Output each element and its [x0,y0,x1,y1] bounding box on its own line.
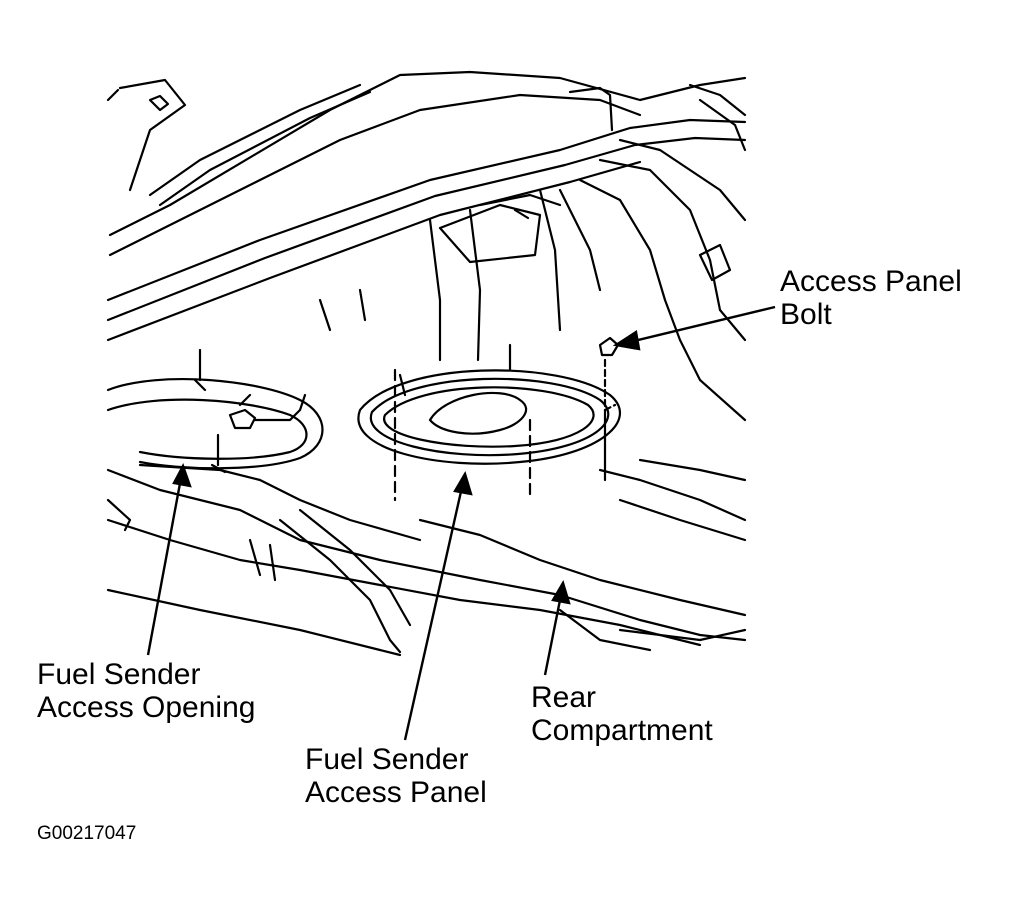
rear-arrowhead [551,580,571,605]
label-line: Bolt [780,298,832,331]
opening-arrowhead [172,463,192,488]
rear-compartment-label: Rear Compartment [531,681,713,747]
access-panel-bolt-label: Access Panel Bolt [780,265,962,331]
bolt-arrowhead [612,330,641,351]
rear-shelf-structure [106,70,747,342]
rear-leader-line [543,594,563,676]
label-line: Rear [531,681,597,714]
label-line: Access Opening [37,691,256,724]
panel-arrowhead [453,471,473,496]
rear-compartment-floor [106,458,747,657]
leader-arrows [146,305,776,741]
interior-pillars [318,138,747,422]
label-line: Access Panel [305,776,487,809]
opening-leader-line [146,477,183,656]
label-line: Fuel Sender [305,743,469,776]
fuel-sender-access-opening [106,348,422,542]
figure-code: G00217047 [37,823,137,844]
label-line: Access Panel [780,265,962,298]
bolt-leader-line [629,305,776,344]
label-line: Compartment [531,714,713,747]
panel-leader-line [403,486,464,741]
label-line: Fuel Sender [37,658,201,691]
fuel-sender-access-panel [357,336,622,502]
fuel-sender-access-opening-label: Fuel Sender Access Opening [37,658,255,724]
fuel-sender-access-panel-label: Fuel Sender Access Panel [305,743,487,809]
